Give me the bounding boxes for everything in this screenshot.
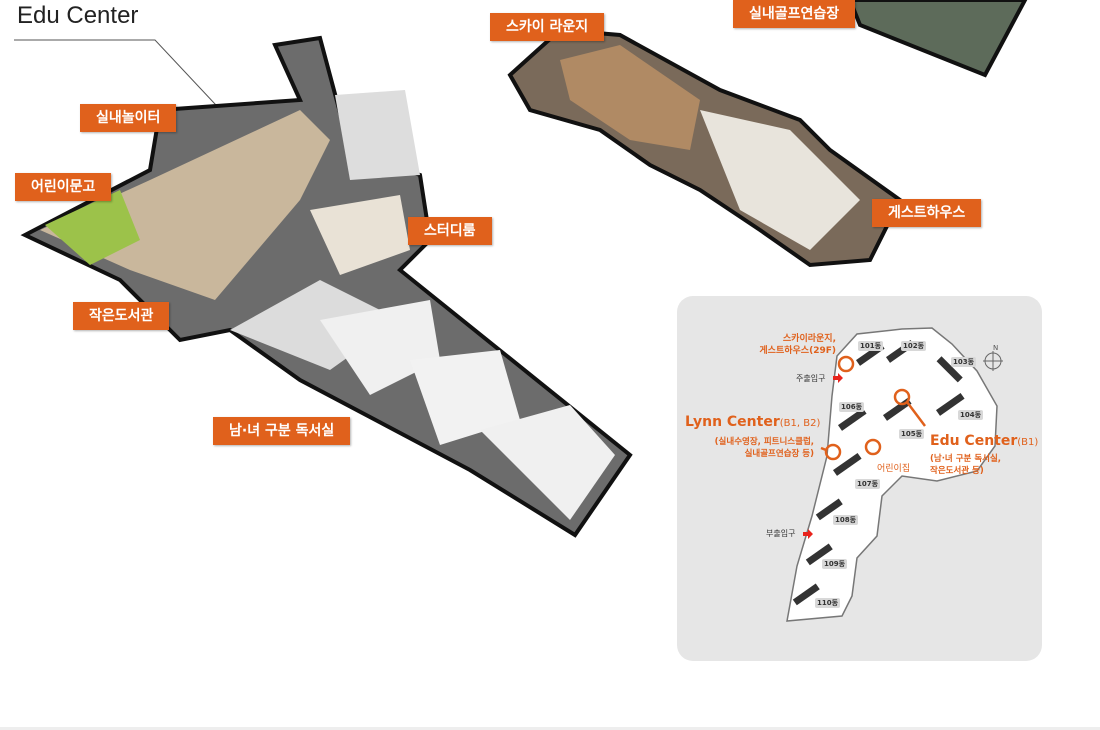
building-label: 109동 xyxy=(822,559,848,569)
label-indoor-playground: 실내놀이터 xyxy=(80,104,177,132)
building-label: 102동 xyxy=(901,341,927,351)
label-small-library: 작은도서관 xyxy=(73,302,170,330)
sub-entrance-label: 부출입구 xyxy=(766,529,796,538)
main-entrance-label: 주출입구 xyxy=(796,374,826,383)
page-title: Edu Center xyxy=(17,2,139,29)
edu-center-title: Edu Center(B1) xyxy=(930,433,1039,449)
label-reading-room: 남·녀 구분 독서실 xyxy=(213,417,351,445)
lynn-center-title: Lynn Center(B1, B2) xyxy=(685,414,821,430)
site-outline xyxy=(786,327,1003,622)
sky-lounge-note: 스카이라운지,게스트하우스(29F) xyxy=(759,334,836,356)
lynn-center-desc: (실내수영장, 피트니스클럽,실내골프연습장 등) xyxy=(714,437,814,459)
building-label: 101동 xyxy=(858,341,884,351)
label-kids-library: 어린이문고 xyxy=(15,173,112,201)
building-label: 106동 xyxy=(839,402,865,412)
building-label: 108동 xyxy=(833,515,859,525)
label-golf-range: 실내골프연습장 xyxy=(733,0,856,28)
building-label: 104동 xyxy=(958,410,984,420)
site-map-panel: N 스카이라운지,게스트하우스(29F) 주출입구 부출입구 Lynn Cent… xyxy=(677,296,1042,661)
building-label: 107동 xyxy=(855,479,881,489)
label-sky-lounge: 스카이 라운지 xyxy=(490,13,605,41)
divider xyxy=(0,727,1100,730)
north-indicator: N xyxy=(993,344,999,352)
label-study-room: 스터디룸 xyxy=(408,217,492,245)
building-label: 105동 xyxy=(899,429,925,439)
building-label: 103동 xyxy=(951,357,977,367)
daycare-label: 어린이집 xyxy=(877,464,911,474)
label-guesthouse: 게스트하우스 xyxy=(872,199,982,227)
building-label: 110동 xyxy=(815,598,841,608)
edu-center-desc: (남·녀 구분 독서실,작은도서관 등) xyxy=(930,454,1002,476)
